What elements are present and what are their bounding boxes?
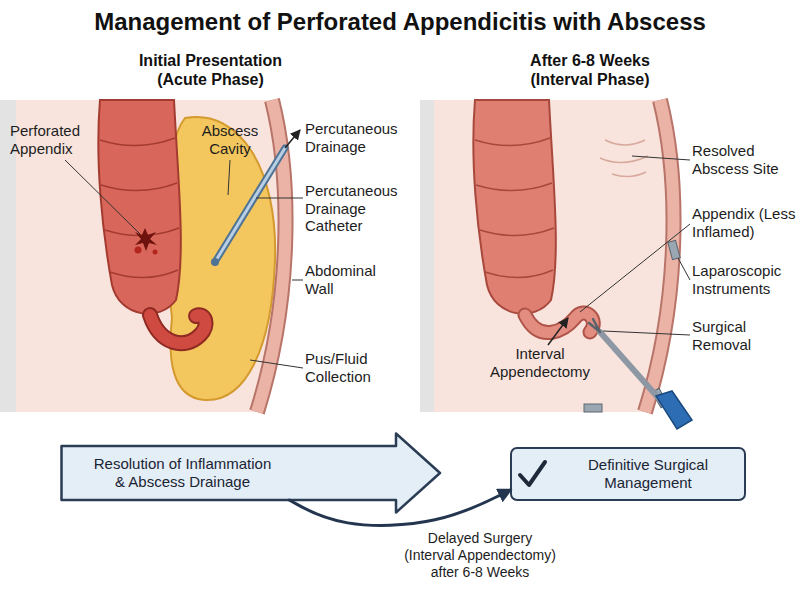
- haustra-fold: [105, 228, 179, 236]
- leader-line: [678, 258, 690, 280]
- callout-label: Pus/Fluid Collection: [305, 350, 395, 385]
- resolved-scar: [612, 172, 646, 177]
- colon: [473, 100, 555, 314]
- haustra-fold: [485, 270, 553, 278]
- blood-spot: [135, 247, 142, 254]
- leader-line: [65, 160, 140, 234]
- leader-line: [256, 198, 303, 199]
- diagram-title: Management of Perforated Appendicitis wi…: [0, 8, 800, 36]
- appendix-outline: [150, 315, 206, 343]
- laparoscopic-port: [584, 404, 602, 412]
- edge-label: Delayed Surgery (Interval Appendectomy) …: [402, 530, 558, 580]
- callout-label: Appendix (Less Inflamed): [692, 205, 798, 240]
- check-mark: [520, 462, 545, 485]
- callout-label: Interval Appendectomy: [485, 345, 595, 380]
- text-block: Resolution of Inflammation & Abscess Dra…: [90, 432, 275, 514]
- instrument-shaft: [600, 332, 662, 402]
- drainage-arrow: [285, 130, 300, 148]
- callout-label: Percutaneous Drainage Catheter: [305, 182, 405, 235]
- leader-line: [632, 156, 690, 160]
- body-edge: [420, 100, 434, 412]
- haustra-fold: [101, 183, 177, 191]
- panel-heading: After 6-8 Weeks (Interval Phase): [515, 52, 665, 89]
- callout-label: Abscess Cavity: [190, 122, 270, 157]
- callout-label: Abdominal Wall: [305, 262, 395, 297]
- catheter-highlight: [215, 148, 285, 262]
- laparoscopic-port: [668, 240, 680, 259]
- panel-heading: Initial Presentation (Acute Phase): [128, 52, 293, 89]
- callout-label: Resolved Abscess Site: [692, 142, 792, 177]
- haustra-fold: [100, 138, 175, 146]
- text-block: Definitive Surgical Management: [552, 449, 744, 499]
- leader-line: [580, 224, 690, 312]
- colon-group: [473, 100, 555, 314]
- callout-label: Percutaneous Drainage: [305, 120, 405, 155]
- blood-spot: [153, 250, 158, 255]
- abdominal-cavity: [0, 100, 286, 412]
- haustra-fold: [475, 138, 550, 146]
- leader-line: [228, 160, 230, 195]
- leader-line: [250, 360, 303, 368]
- catheter-tip: [211, 258, 219, 266]
- haustra-fold: [110, 270, 178, 278]
- block-arrow-shape: [62, 434, 441, 513]
- connector-arrow: [289, 490, 510, 525]
- node-text: Definitive Surgical Management: [578, 456, 718, 492]
- haustra-fold: [476, 183, 552, 191]
- instrument-handle: [656, 391, 692, 429]
- leader-line: [603, 331, 690, 335]
- colon: [98, 100, 180, 314]
- callout-label: Laparoscopic Instruments: [692, 262, 792, 297]
- arrow-box: Resolution of Inflammation & Abscess Dra…: [60, 432, 442, 514]
- callout-label: Surgical Removal: [692, 318, 792, 353]
- haustra-fold: [480, 228, 554, 236]
- abdominal-cavity: [420, 100, 674, 412]
- leader-line: [292, 280, 303, 281]
- grasper-jaw: [589, 319, 600, 332]
- node-text: Resolution of Inflammation & Abscess Dra…: [90, 455, 275, 491]
- appendix: [150, 315, 206, 343]
- drainage-catheter: [215, 148, 285, 262]
- pointer-arrow: [548, 318, 568, 345]
- resolved-scar: [605, 140, 645, 145]
- process-box: Definitive Surgical Management: [510, 447, 746, 501]
- callout-label: Perforated Appendix: [10, 122, 100, 157]
